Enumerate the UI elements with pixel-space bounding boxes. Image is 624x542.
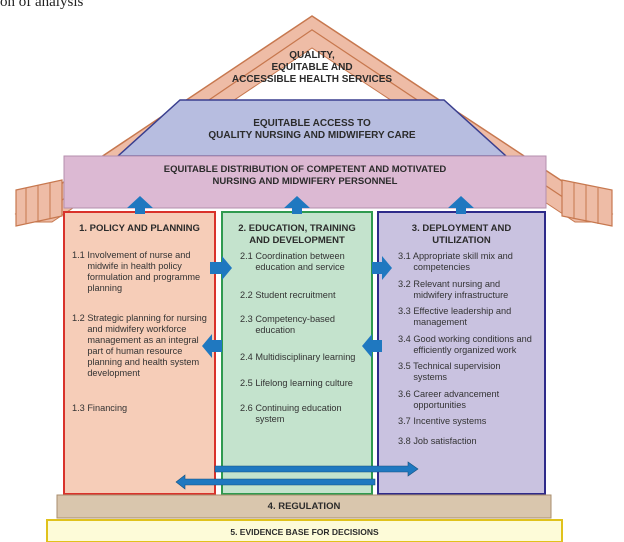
long-left-arrow-icon xyxy=(175,474,376,490)
education-item: 2.3 Competency-based education xyxy=(240,314,335,335)
deployment-item: 3.4 Good working conditions and efficien… xyxy=(398,334,532,355)
up-arrow-icon xyxy=(127,196,153,214)
education-item: 2.6 Continuing education system xyxy=(240,403,342,424)
evidence-base xyxy=(46,519,563,542)
beam-title: EQUITABLE DISTRIBUTION OF COMPETENT AND … xyxy=(163,164,447,187)
deployment-item: 3.6 Career advancement opportunities xyxy=(398,389,500,410)
up-arrow-icon xyxy=(448,196,474,214)
pillar-education xyxy=(221,211,373,495)
right-arrow-icon xyxy=(372,256,392,280)
long-right-arrow-icon xyxy=(214,461,419,477)
left-arrow-icon xyxy=(202,334,222,358)
deployment-item: 3.7 Incentive systems xyxy=(398,416,487,426)
roof-eave-right xyxy=(561,179,613,227)
policy-item: 1.2 Strategic planning for nursing and m… xyxy=(72,313,207,378)
deployment-item: 3.8 Job satisfaction xyxy=(398,436,477,446)
left-arrow-icon xyxy=(362,334,382,358)
distribution-beam xyxy=(63,155,547,209)
deployment-item: 3.2 Relevant nursing and midwifery infra… xyxy=(398,279,509,300)
policy-item: 1.1 Involvement of nurse and midwife in … xyxy=(72,250,201,293)
deployment-item: 3.1 Appropriate skill mix and competenci… xyxy=(398,251,513,272)
regulation-base xyxy=(56,494,552,519)
education-item: 2.2 Student recruitment xyxy=(240,290,336,300)
policy-item: 1.3 Financing xyxy=(72,403,128,413)
roof xyxy=(14,15,614,227)
pillar-deployment-title: 3. DEPLOYMENT AND UTILIZATION xyxy=(411,223,512,246)
deployment-item: 3.3 Effective leadership and management xyxy=(398,306,512,327)
evidence-label: 5. EVIDENCE BASE FOR DECISIONS xyxy=(230,527,379,537)
long-arrows xyxy=(175,461,419,490)
pillar-policy xyxy=(63,211,216,495)
up-arrow-icon xyxy=(284,196,310,214)
education-item: 2.1 Coordination between education and s… xyxy=(240,251,345,272)
deployment-item: 3.5 Technical supervision systems xyxy=(398,361,501,382)
education-item: 2.5 Lifelong learning culture xyxy=(240,378,353,388)
up-arrows xyxy=(127,196,474,214)
pillar-policy-title: 1. POLICY AND PLANNING xyxy=(79,223,200,234)
pillar-deployment xyxy=(377,211,546,495)
right-arrow-icon xyxy=(210,256,232,280)
top-text-fragment: on of analysis xyxy=(0,0,84,10)
trapezoid-title: EQUITABLE ACCESS TO QUALITY NURSING AND … xyxy=(208,118,416,141)
education-item: 2.4 Multidisciplinary learning xyxy=(240,352,356,362)
regulation-label: 4. REGULATION xyxy=(267,501,341,512)
roof-title: QUALITY, EQUITABLE AND ACCESSIBLE HEALTH… xyxy=(231,50,393,85)
side-arrows xyxy=(202,256,392,358)
pillar-education-title: 2. EDUCATION, TRAINING AND DEVELOPMENT xyxy=(238,223,356,246)
